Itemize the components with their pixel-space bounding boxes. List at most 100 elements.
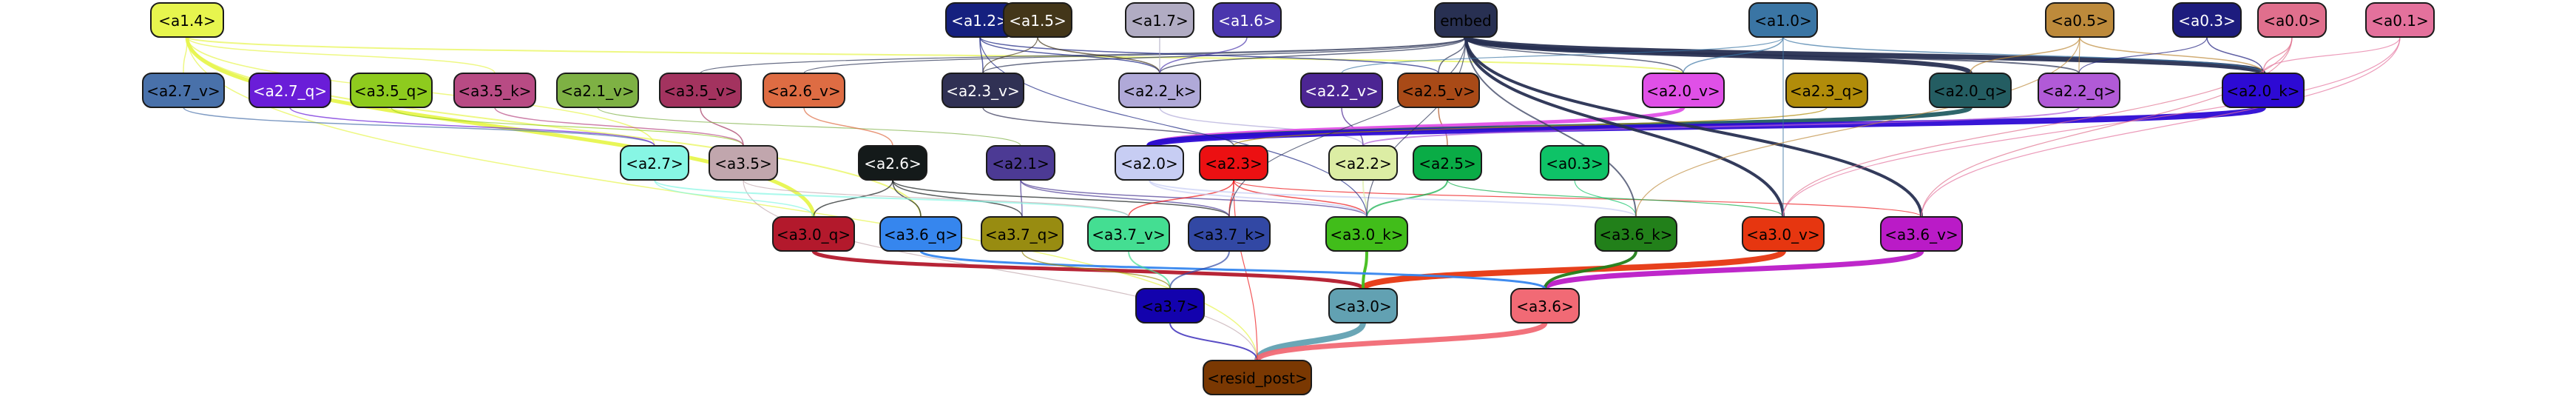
node-label: <a0.1> — [2371, 12, 2429, 30]
node-a2-0-v[interactable]: <a2.0_v> — [1642, 73, 1725, 108]
node-label: <a3.6_v> — [1884, 226, 1958, 244]
node-a3-6[interactable]: <a3.6> — [1510, 288, 1580, 323]
node-a2-1[interactable]: <a2.1> — [986, 145, 1055, 181]
node-a2-6[interactable]: <a2.6> — [858, 145, 927, 181]
node-a1-5[interactable]: <a1.5> — [1003, 2, 1072, 38]
node-a2-7-v[interactable]: <a2.7_v> — [142, 73, 225, 108]
node-box — [150, 2, 224, 38]
node-label: <a2.2> — [1334, 155, 1392, 172]
node-label: <a3.5> — [714, 155, 772, 172]
node-a3-6-q[interactable]: <a3.6_q> — [879, 216, 962, 252]
node-label: embed — [1440, 12, 1491, 30]
node-a3-0-q[interactable]: <a3.0_q> — [772, 216, 855, 252]
node-label: <a3.7> — [1141, 298, 1199, 315]
node-a2-7[interactable]: <a2.7> — [620, 145, 689, 181]
node-a0-5[interactable]: <a0.5> — [2045, 2, 2114, 38]
edge-a2.6_v-to-a2.6 — [803, 107, 893, 147]
node-label: <a3.6_q> — [884, 226, 958, 244]
node-a2-1-v[interactable]: <a2.1_v> — [556, 73, 639, 108]
node-a3-7-v[interactable]: <a3.7_v> — [1087, 216, 1170, 252]
node-a0-1[interactable]: <a0.1> — [2365, 2, 2435, 38]
node-a3-5[interactable]: <a3.5> — [709, 145, 778, 181]
edge-a3.7-to-resid_post — [1169, 322, 1258, 361]
node-label: <a3.6_k> — [1599, 226, 1672, 244]
node-a2-5-v[interactable]: <a2.5_v> — [1397, 73, 1480, 108]
node-a2-6-v[interactable]: <a2.6_v> — [763, 73, 845, 108]
node-box — [1125, 2, 1194, 38]
node-a3-7-q[interactable]: <a3.7_q> — [981, 216, 1064, 252]
node-resid-post[interactable]: <resid_post> — [1203, 360, 1312, 395]
node-a2-2-v[interactable]: <a2.2_v> — [1300, 73, 1383, 108]
node-a3-7-k[interactable]: <a3.7_k> — [1188, 216, 1271, 252]
node-a3-5-k[interactable]: <a3.5_k> — [453, 73, 536, 108]
node-box — [2038, 73, 2120, 108]
edge-a0.5-to-a2.2_q — [2078, 36, 2080, 74]
edge-embed-to-a3.5_v — [700, 36, 1467, 74]
node-a2-0-k[interactable]: <a2.0_k> — [2222, 73, 2305, 108]
edge-a3.5-to-resid_post — [743, 179, 1258, 361]
edge-a0.5-to-a2.0_k — [2079, 36, 2264, 74]
edge-embed-to-a2.2_k — [1159, 36, 1467, 74]
node-a2-5[interactable]: <a2.5> — [1413, 145, 1482, 181]
edge-embed-to-a2.2_q — [1465, 36, 2080, 74]
node-a2-0-q[interactable]: <a2.0_q> — [1929, 73, 2012, 108]
node-a2-3-v[interactable]: <a2.3_v> — [942, 73, 1024, 108]
node-label: <a0.5> — [2051, 12, 2109, 30]
node-a2-3-q[interactable]: <a2.3_q> — [1785, 73, 1868, 108]
node-a3-0-k[interactable]: <a3.0_k> — [1325, 216, 1408, 252]
edge-a2.3-to-a3.6_v — [1233, 179, 1922, 218]
node-box — [1434, 2, 1498, 38]
node-box — [1199, 145, 1268, 181]
node-label: <a0.0> — [2263, 12, 2321, 30]
node-label: <a2.3> — [1205, 155, 1262, 172]
node-a2-7-q[interactable]: <a2.7_q> — [249, 73, 331, 108]
node-a2-2-k[interactable]: <a2.2_k> — [1118, 73, 1201, 108]
node-a0-3-lower[interactable]: <a0.3> — [1540, 145, 1609, 181]
node-box — [858, 145, 927, 181]
node-a3-6-k[interactable]: <a3.6_k> — [1595, 216, 1677, 252]
edge-a0.3_lower-to-a3.6_k — [1574, 179, 1637, 218]
node-a3-0[interactable]: <a3.0> — [1328, 288, 1398, 323]
node-a0-3[interactable]: <a0.3> — [2172, 2, 2242, 38]
node-a3-5-v[interactable]: <a3.5_v> — [659, 73, 742, 108]
node-a0-0[interactable]: <a0.0> — [2257, 2, 2327, 38]
node-label: <a3.7_q> — [985, 226, 1059, 244]
edge-a2.6-to-a3.7_k — [892, 179, 1230, 218]
node-a1-4[interactable]: <a1.4> — [150, 2, 224, 38]
node-a3-6-v[interactable]: <a3.6_v> — [1880, 216, 1963, 252]
node-a2-2-q[interactable]: <a2.2_q> — [2038, 73, 2120, 108]
node-a2-3[interactable]: <a2.3> — [1199, 145, 1268, 181]
node-a1-7[interactable]: <a1.7> — [1125, 2, 1194, 38]
node-box — [981, 216, 1064, 252]
node-embed[interactable]: embed — [1434, 2, 1498, 38]
node-label: <a2.6_v> — [767, 82, 840, 100]
node-label: <a1.6> — [1218, 12, 1276, 30]
node-box — [772, 216, 855, 252]
node-box — [2172, 2, 2242, 38]
edge-a2.6-to-a3.7_q — [892, 179, 1023, 218]
node-box — [142, 73, 225, 108]
node-label: <a2.2_k> — [1123, 82, 1196, 100]
edge-a1.4-to-a3.5_k — [186, 36, 496, 74]
node-box — [556, 73, 639, 108]
node-label: <a3.7_v> — [1092, 226, 1165, 244]
edge-a2.0-to-a3.0_k — [1149, 179, 1368, 218]
edge-embed-to-a3.0_v — [1464, 36, 1785, 218]
edge-a3.7_v-to-a3.7 — [1128, 250, 1171, 289]
node-label: <a2.7_v> — [146, 82, 220, 100]
node-a2-0[interactable]: <a2.0> — [1115, 145, 1184, 181]
node-box — [350, 73, 433, 108]
node-label: <a3.6> — [1516, 298, 1574, 315]
node-box — [1413, 145, 1482, 181]
node-a1-0[interactable]: <a1.0> — [1748, 2, 1818, 38]
node-a3-7[interactable]: <a3.7> — [1135, 288, 1205, 323]
edge-a1.2-to-a3.0_k — [979, 36, 1368, 218]
node-a2-2[interactable]: <a2.2> — [1328, 145, 1398, 181]
node-a1-6[interactable]: <a1.6> — [1212, 2, 1282, 38]
node-box — [1087, 216, 1170, 252]
node-a3-5-q[interactable]: <a3.5_q> — [350, 73, 433, 108]
node-a3-0-v[interactable]: <a3.0_v> — [1742, 216, 1825, 252]
edge-a2.2_k-to-a2.2 — [1159, 107, 1364, 147]
node-label: <a2.3_v> — [946, 82, 1019, 100]
